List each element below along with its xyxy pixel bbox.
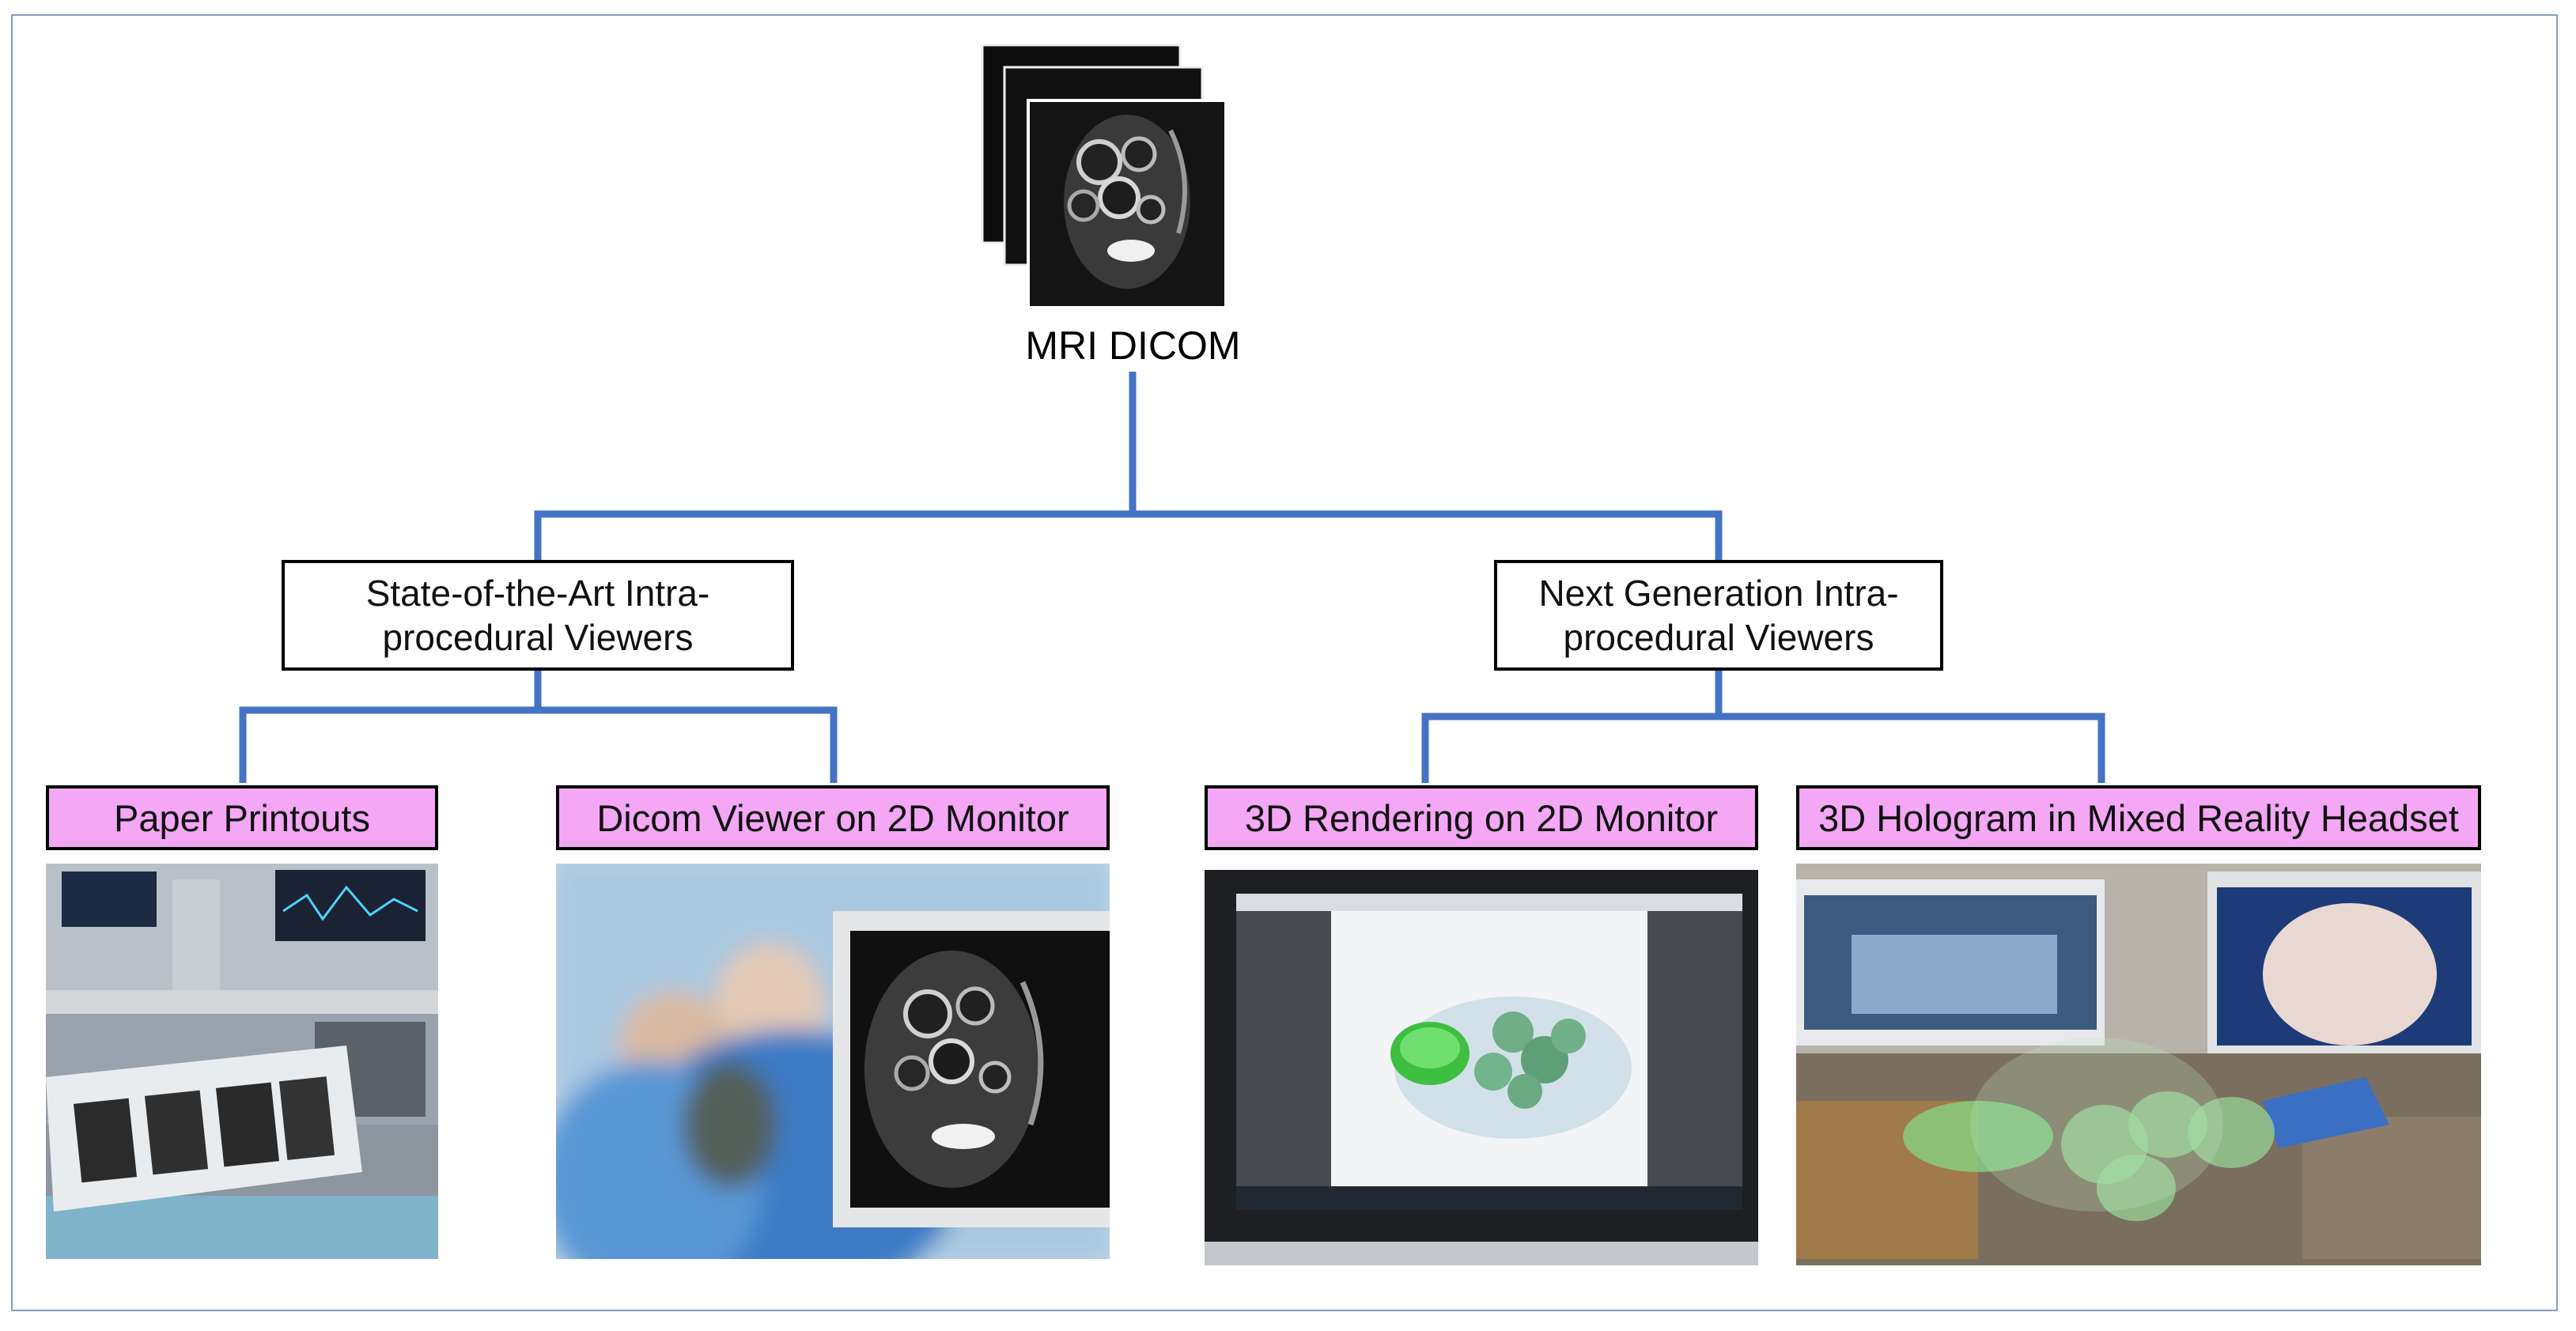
leaf-paper-printouts: Paper Printouts bbox=[46, 785, 438, 850]
dicom-viewer-monitor-photo bbox=[556, 864, 1110, 1259]
group-label-line1: Next Generation Intra- bbox=[1538, 573, 1899, 614]
leaf-dicom-viewer-2d-monitor: Dicom Viewer on 2D Monitor bbox=[556, 785, 1110, 850]
group-label-line2: procedural Viewers bbox=[382, 617, 694, 658]
connector-root-to-groups bbox=[534, 372, 1723, 564]
group-box-next-generation: Next Generation Intra- procedural Viewer… bbox=[1494, 560, 1943, 671]
leaf-3d-hologram-mixed-reality: 3D Hologram in Mixed Reality Headset bbox=[1796, 785, 2481, 850]
group-label-line2: procedural Viewers bbox=[1563, 617, 1874, 658]
mri-dicom-image-stack bbox=[981, 43, 1242, 312]
figure-frame bbox=[11, 14, 2558, 1311]
mixed-reality-hologram-photo bbox=[1796, 864, 2481, 1265]
connector-left-group bbox=[239, 668, 838, 783]
connector-right-group bbox=[1421, 668, 2105, 783]
leaf-3d-rendering-2d-monitor: 3D Rendering on 2D Monitor bbox=[1205, 785, 1758, 850]
paper-printouts-photo bbox=[46, 864, 438, 1259]
group-label-line1: State-of-the-Art Intra- bbox=[365, 573, 710, 614]
root-label: MRI DICOM bbox=[1025, 323, 1241, 368]
3d-rendering-monitor-photo bbox=[1205, 870, 1758, 1265]
group-box-state-of-the-art: State-of-the-Art Intra- procedural Viewe… bbox=[282, 560, 794, 671]
